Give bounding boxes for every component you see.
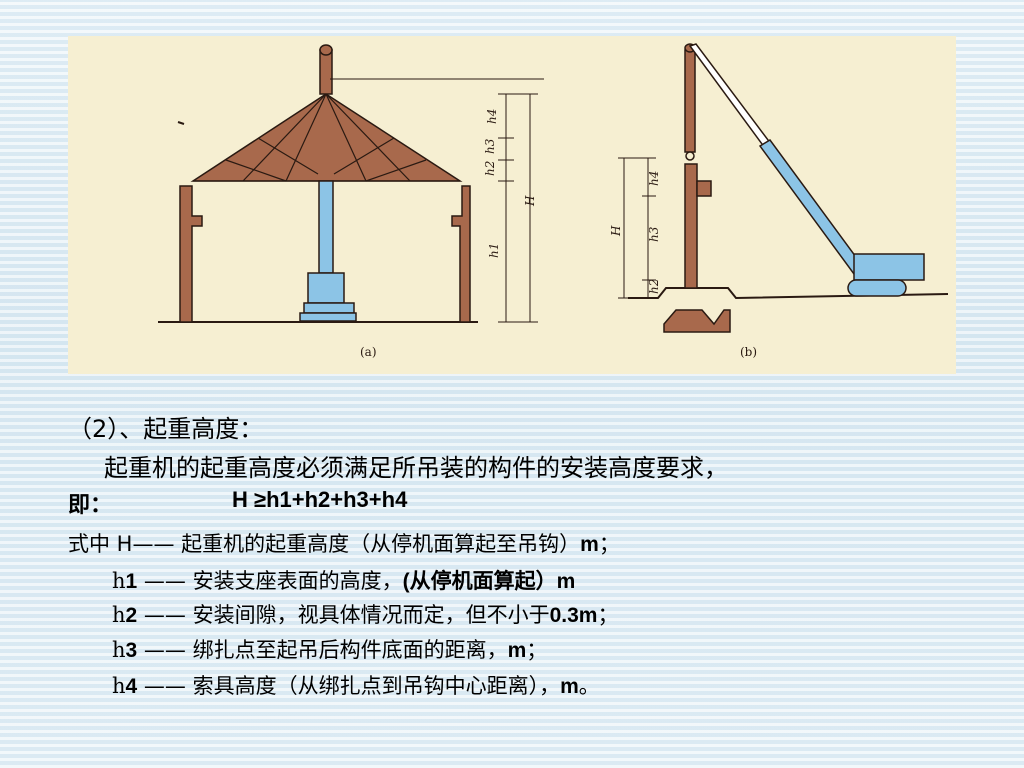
def-h1-dash: —— <box>137 569 193 593</box>
def-h1-num: 1 <box>125 570 138 593</box>
def-h3-sym: h <box>112 638 126 662</box>
def-h1-desc: 安装支座表面的高度， <box>192 569 403 593</box>
ji-label: 即： <box>68 493 113 518</box>
def-H-sym: 式中 H <box>68 532 133 556</box>
label-a: (a) <box>360 345 377 359</box>
def-h2-num: 2 <box>125 604 138 627</box>
def-h4-sym: h <box>112 674 126 698</box>
dim-h3-a: h3 <box>483 138 497 154</box>
def-h2-end: ； <box>597 603 619 627</box>
def-h3-dash: —— <box>137 638 193 662</box>
label-b: (b) <box>740 345 757 359</box>
def-H-end: ； <box>598 532 620 556</box>
def-h1: h1 —— 安装支座表面的高度，(从停机面算起）m <box>112 565 575 595</box>
def-h3-unit: m <box>507 639 527 662</box>
def-H-unit: m <box>580 533 599 556</box>
crane-track-b <box>847 279 907 297</box>
crane-body-b <box>853 253 925 281</box>
def-H-desc: 起重机的起重高度（从停机面算起至吊钩） <box>174 532 581 556</box>
figure-svg: h1 h2 h3 h4 H (a) <box>158 43 949 359</box>
binding-point-b <box>685 151 695 161</box>
dim-h1-a: h1 <box>487 243 501 258</box>
dim-h2-a: h2 <box>483 161 497 176</box>
requirement-text: 起重机的起重高度必须满足所吊装的构件的安装高度要求， <box>104 454 728 482</box>
boom-tip-a <box>319 44 333 56</box>
def-h4-desc: 索具高度（从绑扎点到吊钩中心距离）， <box>192 674 561 698</box>
figure-b <box>628 43 949 333</box>
column-right <box>451 185 471 323</box>
def-h4-dash: —— <box>137 674 193 698</box>
def-h4-unit: m <box>560 675 579 698</box>
dim-h4-a: h4 <box>485 109 499 124</box>
dim-h4-b: h4 <box>647 171 661 186</box>
dim-h2-b: h2 <box>647 279 661 294</box>
dim-H-b: H <box>609 225 623 237</box>
dim-H-a: H <box>523 195 537 207</box>
def-h2-desc: 安装间隙，视具体情况而定，但不小于 <box>192 603 550 627</box>
dim-h3-b: h3 <box>647 226 661 242</box>
def-H-dash: —— <box>132 532 175 556</box>
def-H: 式中 H—— 起重机的起重高度（从停机面算起至吊钩）m； <box>68 528 620 558</box>
figure-a <box>158 44 544 323</box>
footing-b <box>663 309 731 333</box>
def-h4-num: 4 <box>125 675 138 698</box>
column-b <box>684 163 698 289</box>
def-h2-unit: 0.3m <box>549 604 598 627</box>
crane-body-a <box>307 272 345 304</box>
def-h2-sym: h <box>112 603 126 627</box>
formula: H ≥h1+h2+h3+h4 <box>232 487 408 512</box>
section-title: （2）、起重高度： <box>68 415 264 443</box>
mark-a <box>177 121 185 125</box>
def-h1-unit: (从停机面算起）m <box>402 570 576 593</box>
def-h2: h2 —— 安装间隙，视具体情况而定，但不小于0.3m； <box>112 599 618 629</box>
def-h2-dash: —— <box>137 603 193 627</box>
def-h3: h3 —— 绑扎点至起吊后构件底面的距离，m； <box>112 634 547 664</box>
crane-track-a <box>299 312 357 322</box>
dimensions-b <box>618 157 656 299</box>
def-h3-num: 3 <box>125 639 138 662</box>
crane-height-figure: h1 h2 h3 h4 H (a) <box>68 36 956 374</box>
column-bracket-b <box>696 180 712 197</box>
def-h4: h4 —— 索具高度（从绑扎点到吊钩中心距离），m。 <box>112 670 600 700</box>
def-h1-sym: h <box>112 569 126 593</box>
column-left <box>179 185 203 323</box>
def-h3-desc: 绑扎点至起吊后构件底面的距离， <box>192 638 508 662</box>
dim-labels-a: h1 h2 h3 h4 H <box>483 109 537 258</box>
dim-labels-b: H h4 h3 h2 <box>609 171 661 294</box>
truss-members <box>193 93 460 182</box>
dimensions-a <box>498 93 538 323</box>
def-h3-end: ； <box>526 638 548 662</box>
def-h4-end: 。 <box>578 674 600 698</box>
